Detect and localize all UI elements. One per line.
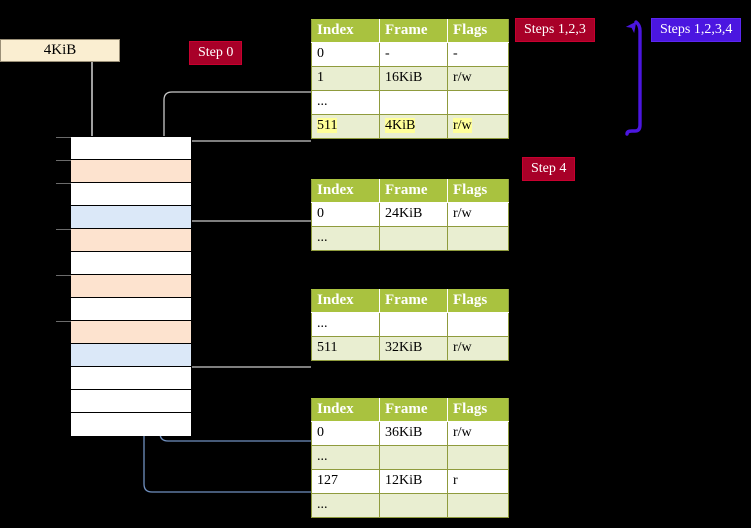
cell-flags: [447, 226, 509, 251]
memory-frame-tick: [56, 321, 71, 322]
connector-l3-index0: [182, 220, 311, 267]
cell-frame: [379, 312, 448, 337]
cell-flags: [447, 90, 509, 115]
cell-index: 511: [311, 114, 380, 139]
table-row[interactable]: ...: [311, 312, 509, 337]
column-header-frame: Frame: [379, 19, 448, 43]
memory-frame-tick: [56, 275, 71, 276]
column-header-flags: Flags: [447, 398, 509, 422]
memory-size-label: 4KiB: [0, 39, 120, 62]
memory-frame-tick: [56, 160, 71, 161]
cell-frame: 12KiB: [379, 469, 448, 494]
memory-frame-row: [56, 160, 191, 183]
cell-frame: 16KiB: [379, 66, 448, 91]
memory-frame-tick: [56, 183, 71, 184]
column-header-index: Index: [311, 179, 380, 203]
cell-index: ...: [311, 445, 380, 470]
cell-flags: r/w: [447, 66, 509, 91]
cell-frame: 4KiB: [379, 114, 448, 139]
table-row[interactable]: ...: [311, 226, 509, 251]
cell-flags: -: [447, 42, 509, 67]
memory-frame-row: [71, 390, 191, 413]
memory-frame-row: [56, 229, 191, 252]
physical-memory-strip: [56, 136, 192, 436]
table-row[interactable]: 0--: [311, 42, 509, 67]
column-header-flags: Flags: [447, 289, 509, 313]
cell-index: 0: [311, 202, 380, 227]
memory-frame-row: [71, 206, 191, 229]
cell-index: ...: [311, 90, 380, 115]
memory-frame-row: [71, 252, 191, 275]
memory-frame-tick: [56, 229, 71, 230]
memory-frame-row: [56, 137, 191, 160]
cell-frame: [379, 226, 448, 251]
table-row[interactable]: ...: [311, 445, 509, 470]
cell-frame: 36KiB: [379, 421, 448, 446]
memory-frame-row: [71, 344, 191, 367]
cell-frame: 24KiB: [379, 202, 448, 227]
cell-index: 1: [311, 66, 380, 91]
memory-frame-row: [71, 298, 191, 321]
badge-step-0: Step 0: [189, 41, 243, 65]
connector-l4-index1: [164, 91, 311, 152]
cell-index: ...: [311, 312, 380, 337]
memory-frame-tick: [56, 137, 71, 138]
cell-frame: 32KiB: [379, 336, 448, 361]
cell-frame: [379, 90, 448, 115]
memory-frame-row: [56, 183, 191, 206]
cell-flags: r/w: [447, 421, 509, 446]
cell-frame: [379, 493, 448, 518]
column-header-frame: Frame: [379, 179, 448, 203]
cell-index: 0: [311, 42, 380, 67]
cell-flags: r/w: [447, 202, 509, 227]
memory-frame-row: [71, 413, 191, 436]
memory-frame-row: [56, 275, 191, 298]
cell-frame: [379, 445, 448, 470]
badge-steps-123: Steps 1,2,3: [515, 18, 595, 42]
cell-index: 511: [311, 336, 380, 361]
cell-index: ...: [311, 226, 380, 251]
cell-flags: r/w: [447, 114, 509, 139]
cell-flags: r: [447, 469, 509, 494]
column-header-frame: Frame: [379, 398, 448, 422]
badge-step-4: Step 4: [522, 157, 576, 181]
cell-index: ...: [311, 493, 380, 518]
cell-flags: [447, 493, 509, 518]
arrow-steps-bracket: [625, 20, 642, 136]
column-header-frame: Frame: [379, 289, 448, 313]
memory-frame-row: [71, 367, 191, 390]
column-header-flags: Flags: [447, 179, 509, 203]
cell-frame: -: [379, 42, 448, 67]
connector-l1-index127: [144, 215, 311, 493]
badge-steps-1234: Steps 1,2,3,4: [651, 18, 742, 42]
cell-index: 0: [311, 421, 380, 446]
connector-l2-index511: [182, 313, 311, 368]
cell-index: 127: [311, 469, 380, 494]
column-header-index: Index: [311, 19, 380, 43]
table-row[interactable]: ...: [311, 493, 509, 518]
cell-flags: [447, 312, 509, 337]
column-header-flags: Flags: [447, 19, 509, 43]
table-row[interactable]: ...: [311, 90, 509, 115]
connector-l4-index511: [182, 140, 311, 244]
memory-frame-row: [56, 321, 191, 344]
cell-flags: [447, 445, 509, 470]
column-header-index: Index: [311, 289, 380, 313]
cell-flags: r/w: [447, 336, 509, 361]
column-header-index: Index: [311, 398, 380, 422]
